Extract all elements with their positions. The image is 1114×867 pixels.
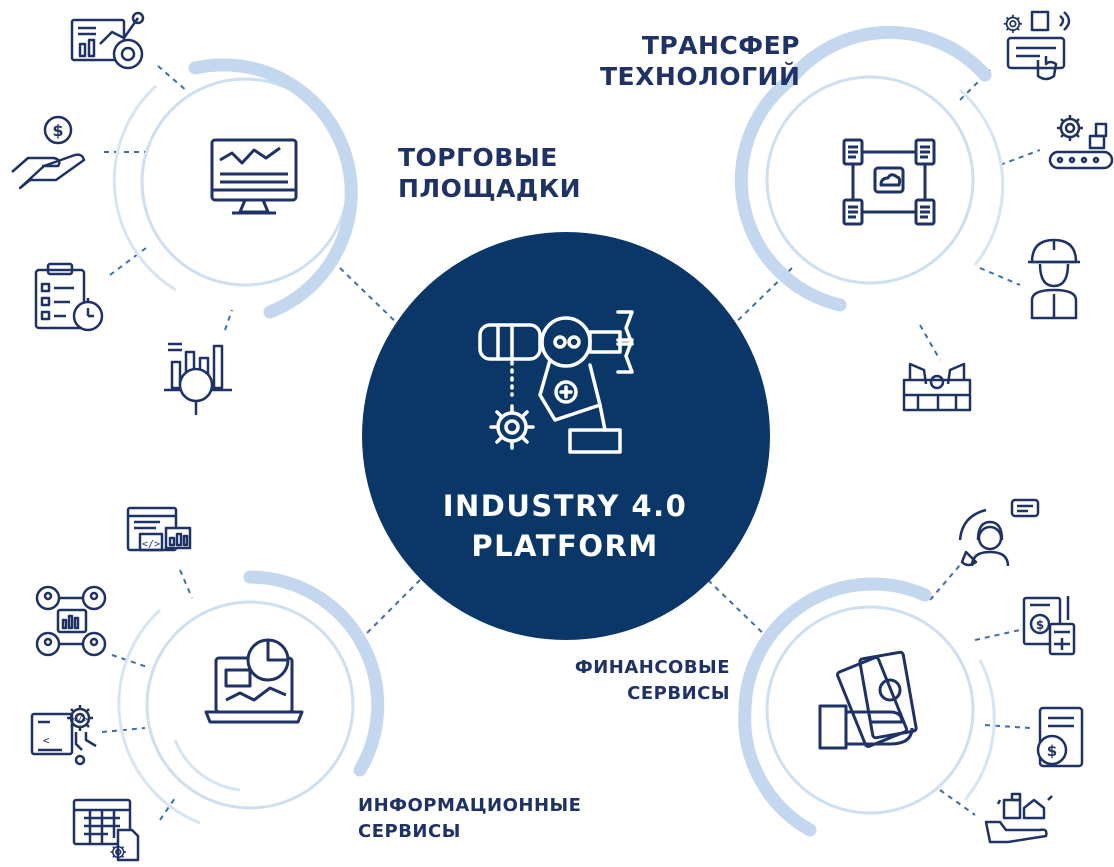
hand-coin-icon: $ (11, 115, 86, 190)
svg-text:$: $ (1036, 618, 1044, 632)
smart-device-control-icon (1002, 10, 1071, 81)
hand-banknotes-icon (818, 650, 918, 750)
code-settings-document-icon: < </> (30, 703, 97, 766)
hub-ring-info (117, 570, 385, 825)
connector-info (359, 579, 421, 641)
trading-monitor-icon (210, 138, 298, 215)
hub-ring-trading (112, 58, 358, 319)
support-operator-icon (958, 498, 1040, 567)
user-network-icon (35, 585, 107, 657)
analytics-dashboard-icon (70, 11, 145, 70)
svg-text:$: $ (52, 121, 63, 140)
svg-text:<: < (43, 734, 50, 747)
connector-finance (707, 579, 771, 641)
hub-label-transfer: ТРАНСФЕР ТЕХНОЛОГИЙ (600, 31, 801, 91)
invoice-calculator-icon: $ (1022, 596, 1076, 656)
engineer-helmet-icon (1028, 238, 1080, 320)
robotic-arm-icon (478, 310, 634, 454)
hub-label-info: ИНФОРМАЦИОННЫЕ СЕРВИСЫ (358, 795, 582, 842)
gear-conveyor-icon (1048, 113, 1114, 170)
chart-magnifier-icon (164, 342, 232, 415)
svg-text:</>: </> (72, 715, 89, 725)
connected-documents-cloud-icon (842, 138, 936, 226)
hub-ring-finance (738, 577, 996, 837)
bill-coin-icon: $ (1036, 706, 1084, 768)
hub-ring-transfer (734, 25, 1005, 312)
satellite-lines (101, 65, 1041, 821)
hub-label-finance: ФИНАНСОВЫЕ СЕРВИСЫ (574, 657, 730, 704)
hand-money-house-icon (984, 792, 1053, 844)
calendar-settings-icon (72, 798, 140, 862)
code-window-chart-icon: </> (126, 506, 192, 552)
center-circle (362, 232, 770, 640)
robot-arms-factory-icon (902, 362, 972, 412)
hub-label-trading: ТОРГОВЫЕ ПЛОЩАДКИ (398, 143, 582, 203)
center-title: INDUSTRY 4.0 PLATFORM (442, 489, 688, 563)
svg-text:</>: </> (142, 539, 160, 550)
checklist-stopwatch-icon (34, 262, 104, 332)
connector-trading (339, 267, 403, 329)
svg-text:$: $ (1047, 742, 1057, 760)
laptop-analytics-icon (204, 638, 304, 724)
